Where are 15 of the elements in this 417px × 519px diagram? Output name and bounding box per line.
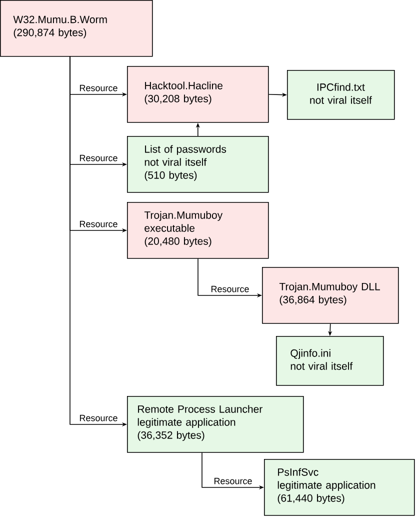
file-box: Trojan.Mumuboy DLL (36,864 bytes) [262,267,399,324]
file-box: PsInfSvc legitimate application (61,440 bytes) [264,459,415,516]
file-box: W32.Mumu.B.Worm (290,874 bytes) [0,0,153,57]
file-box: Qjinfo.ini not viral itself [276,336,384,386]
file-box: Trojan.Mumuboy executable (20,480 bytes) [127,202,269,259]
edge-label: Resource [210,284,250,294]
file-box: Remote Process Launcher legitimate application (36,352 bytes) [127,396,304,453]
edge-label: Resource [212,476,254,486]
edge-label: Resource [78,154,119,162]
file-box: IPCfind.txt not viral itself [287,70,395,120]
edge-label: Resource [78,84,119,92]
file-box: List of passwords not viral itself (510 bytes) [127,136,269,193]
edge-label: Resource [78,414,119,422]
edge-label: Resource [78,220,119,228]
file-box: Hacktool.Hacline (30,208 bytes) [127,66,269,123]
